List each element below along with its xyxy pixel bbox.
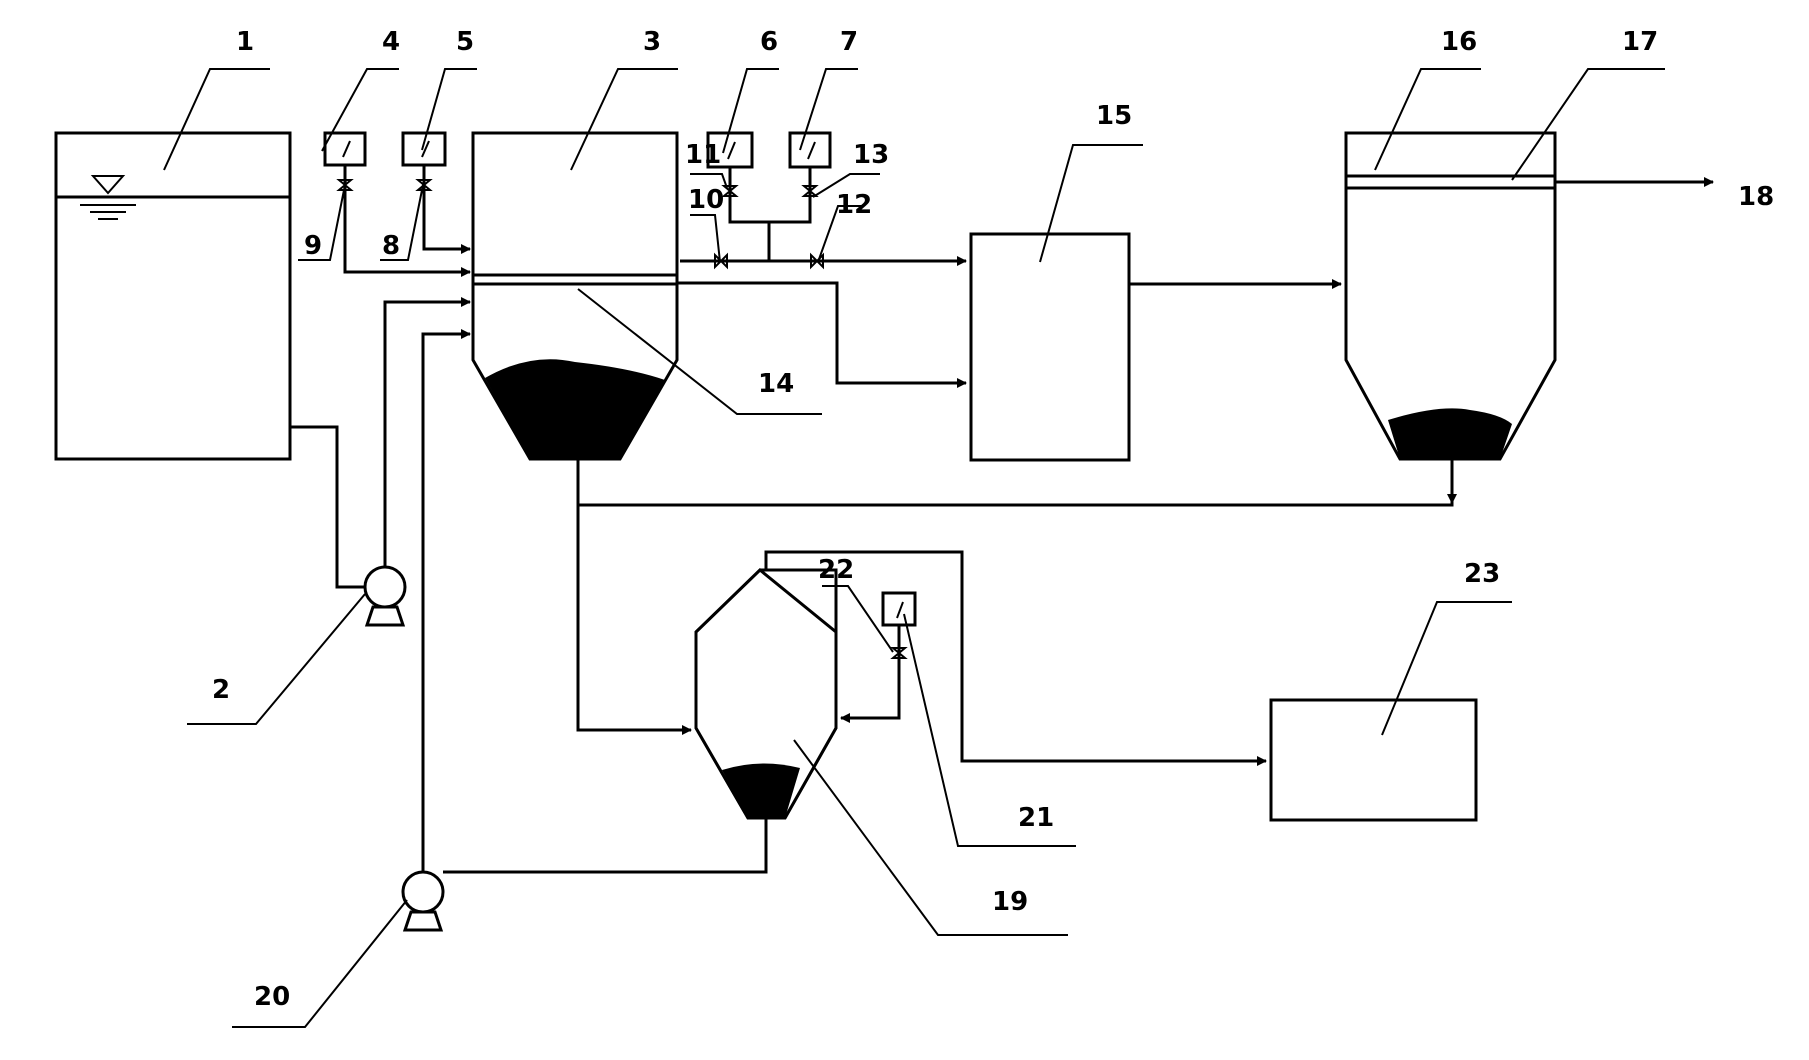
label-1: 1 — [236, 27, 254, 57]
water-level-icon — [90, 175, 126, 195]
label-20: 20 — [254, 982, 290, 1012]
pipe-dosing-6-7 — [728, 167, 812, 224]
treatment-unit-23 — [1269, 698, 1478, 822]
label-11: 11 — [685, 140, 721, 170]
valve-10-icon — [714, 252, 728, 270]
label-10: 10 — [688, 185, 724, 215]
leader-lines — [163, 68, 1665, 1028]
label-16: 16 — [1441, 27, 1477, 57]
pipe-dosing-21 — [840, 625, 901, 723]
component-labels: 1 2 3 4 5 6 7 8 9 10 11 12 13 14 15 16 1… — [212, 27, 1774, 1012]
pipe-return-to-reactor — [421, 329, 471, 872]
label-15: 15 — [1096, 101, 1132, 131]
label-12: 12 — [836, 190, 872, 220]
pipe-sludge-to-pump — [443, 818, 768, 874]
sludge-tank — [694, 567, 838, 820]
valve-11-icon — [721, 185, 739, 197]
dosing-tank-21 — [881, 591, 917, 627]
pipe-sludge-tank-to-unit23 — [764, 550, 1267, 766]
pump-20-icon — [401, 870, 445, 932]
label-9: 9 — [304, 231, 322, 261]
pipe-reactor-bottom — [576, 459, 1454, 507]
pipe-reactor-to-sludge-tank — [576, 505, 692, 735]
label-18: 18 — [1738, 182, 1774, 212]
valve-13-icon — [801, 185, 819, 197]
treatment-unit-15 — [969, 232, 1131, 462]
pipe-reactor-to-unit15-lower — [677, 281, 967, 388]
pipe-dosing-4 — [343, 165, 471, 277]
dosing-tank-7 — [788, 131, 832, 169]
settling-tank — [1344, 131, 1557, 461]
valve-9-icon — [336, 179, 354, 191]
raw-water-tank — [54, 131, 292, 461]
label-3: 3 — [643, 27, 661, 57]
label-8: 8 — [382, 231, 400, 261]
valve-8-icon — [415, 179, 433, 191]
label-23: 23 — [1464, 559, 1500, 589]
pipe-tank-to-pump — [290, 425, 365, 589]
pipe-pump-to-reactor — [383, 297, 471, 567]
dosing-tank-4 — [323, 131, 367, 167]
pipe-dosing-5 — [422, 165, 471, 254]
dosing-tank-5 — [401, 131, 447, 167]
label-7: 7 — [840, 27, 858, 57]
label-19: 19 — [992, 887, 1028, 917]
label-4: 4 — [382, 27, 400, 57]
label-22: 22 — [818, 555, 854, 585]
valve-12-icon — [810, 252, 824, 270]
reactor-tank — [471, 131, 679, 461]
label-17: 17 — [1622, 27, 1658, 57]
label-14: 14 — [758, 369, 794, 399]
label-5: 5 — [456, 27, 474, 57]
label-6: 6 — [760, 27, 778, 57]
pump-2-icon — [363, 565, 407, 627]
valve-22-icon — [890, 647, 908, 659]
label-21: 21 — [1018, 803, 1054, 833]
label-2: 2 — [212, 675, 230, 705]
label-13: 13 — [853, 140, 889, 170]
